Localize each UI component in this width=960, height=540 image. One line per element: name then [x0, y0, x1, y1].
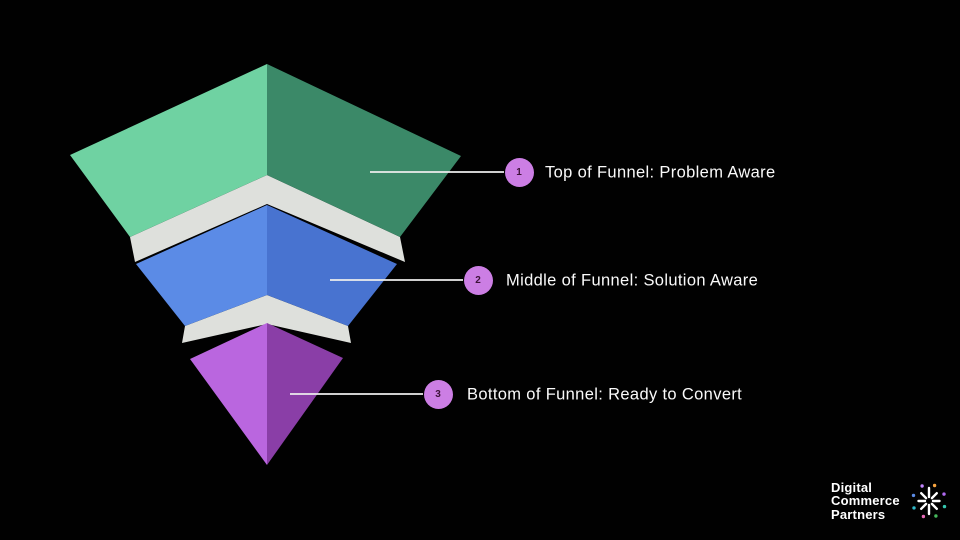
logo-wordmark: Digital Commerce Partners — [831, 481, 900, 522]
star-dot — [932, 483, 937, 488]
divider-band-bottom — [182, 295, 351, 343]
callout-badge-3: 3 — [423, 379, 453, 409]
callout-number-1: 1 — [516, 166, 522, 178]
star-dot — [912, 506, 916, 510]
stage-bottom-label: Bottom of Funnel: Ready to Convert — [467, 385, 743, 404]
callout-number-2: 2 — [475, 274, 481, 286]
stage-bottom-left-face — [190, 323, 267, 465]
logo-line-1: Digital — [831, 479, 873, 495]
callout-number-3: 3 — [435, 388, 441, 400]
logo-line-3: Partners — [831, 506, 886, 522]
callout-badge-1: 1 — [504, 157, 534, 187]
star-dot — [942, 492, 946, 496]
star-dot — [921, 514, 925, 519]
star-dot — [911, 493, 915, 498]
stage-middle-label: Middle of Funnel: Solution Aware — [506, 271, 759, 290]
star-dot — [942, 504, 946, 509]
star-dot — [933, 514, 938, 518]
logo-line-2: Commerce — [831, 493, 900, 509]
sparkle-star-icon — [911, 483, 946, 519]
digital-commerce-partners-logo: Digital Commerce Partners — [831, 479, 949, 523]
stage-middle-left-face — [136, 205, 267, 326]
divider-band-top — [130, 175, 405, 262]
stage-top-left-face — [70, 64, 267, 237]
stage-middle-right-face — [267, 205, 397, 326]
stage-top-right-face — [267, 64, 461, 237]
stage-top-label: Top of Funnel: Problem Aware — [545, 163, 776, 182]
star-dot — [920, 484, 924, 488]
callout-badge-2: 2 — [463, 265, 493, 295]
